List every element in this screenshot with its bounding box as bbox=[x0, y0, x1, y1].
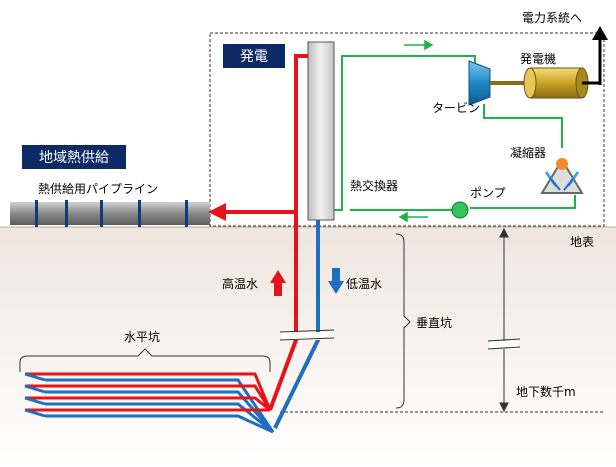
hot-water-arrow bbox=[270, 270, 286, 296]
ground bbox=[0, 227, 616, 467]
pump-label: ポンプ bbox=[470, 186, 506, 200]
generator-label: 発電機 bbox=[520, 51, 556, 66]
district-heating-label: 地域熱供給 bbox=[39, 150, 109, 166]
turbine bbox=[468, 60, 491, 106]
condenser bbox=[540, 158, 584, 194]
district-heating-box bbox=[22, 145, 126, 169]
heat-supply-pipeline bbox=[10, 200, 210, 227]
vertical-shaft-bracket bbox=[395, 233, 411, 409]
depth-break-mark bbox=[487, 338, 521, 350]
heat-supply-pipeline-label: 熱供給用パイプライン bbox=[38, 182, 158, 196]
generator bbox=[523, 67, 589, 99]
pipe-break-mark bbox=[279, 329, 335, 341]
hot-water-label: 高温水 bbox=[222, 276, 258, 291]
working-fluid-loop bbox=[334, 55, 576, 211]
horizontal-shaft-bracket bbox=[19, 348, 271, 372]
condenser-label: 凝縮器 bbox=[510, 145, 546, 160]
heat-exchanger-label: 熱交換器 bbox=[350, 178, 398, 193]
heat-exchanger bbox=[307, 41, 335, 221]
to-power-grid-label: 電力系統へ bbox=[522, 11, 582, 25]
depth-arrow bbox=[499, 227, 509, 413]
horizontal-shaft-label: 水平坑 bbox=[124, 329, 160, 344]
vertical-shaft-label: 垂直坑 bbox=[416, 315, 452, 330]
power-grid-arrow-head bbox=[592, 26, 608, 40]
flow-arrows bbox=[398, 39, 434, 223]
district-heating-arrow bbox=[208, 203, 226, 221]
pump bbox=[451, 201, 469, 219]
power-plant-boundary bbox=[209, 32, 605, 227]
power-generation-label: 発電 bbox=[240, 49, 268, 65]
cold-water-label: 低温水 bbox=[346, 277, 382, 291]
turbine-shaft bbox=[490, 81, 530, 85]
turbine-label: タービン bbox=[432, 101, 480, 115]
hot-water-pipe bbox=[268, 54, 318, 411]
horizontal-shaft-pipes bbox=[24, 372, 275, 434]
power-generation-box bbox=[223, 44, 285, 68]
depth-label: 地下数千m bbox=[516, 384, 576, 399]
cold-water-arrow bbox=[328, 268, 344, 294]
ground-surface-label: 地表 bbox=[570, 235, 594, 249]
